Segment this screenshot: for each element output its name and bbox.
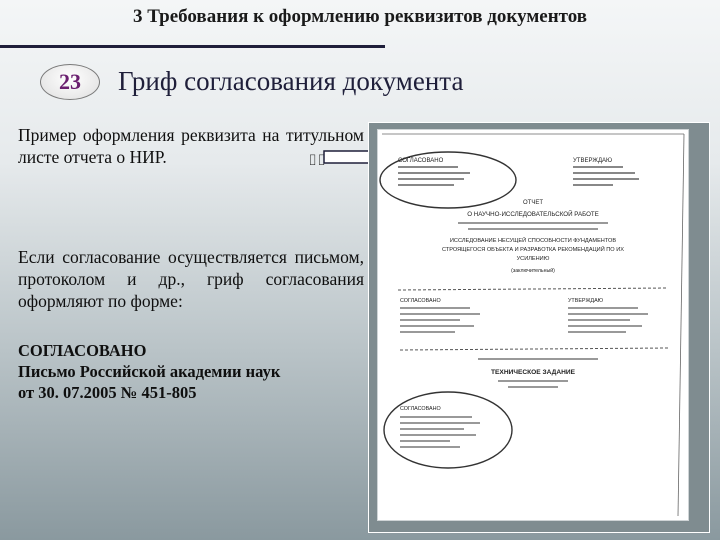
approval-line-3: от 30. 07.2005 № 451-805 — [18, 383, 197, 402]
report-title-2: СТРОЯЩЕГОСЯ ОБЪЕКТА И РАЗРАБОТКА РЕКОМЕН… — [442, 245, 624, 253]
report-title-3: УСИЛЕНИЮ — [517, 256, 550, 262]
section-title: Гриф согласования документа — [118, 66, 464, 96]
letter-form-paragraph: Если согласование осуществляется письмом… — [18, 247, 364, 311]
approval-line-1: СОГЛАСОВАНО — [18, 341, 147, 360]
report-heading: ОТЧЕТ — [523, 200, 543, 206]
approved-top-label: УТВЕРЖДАЮ — [573, 158, 612, 164]
approval-example: СОГЛАСОВАНО Письмо Российской академии н… — [18, 340, 280, 403]
report-subheading: О НАУЧНО-ИССЛЕДОВАТЕЛЬСКОЙ РАБОТЕ — [467, 210, 599, 218]
agreed-top-label: СОГЛАСОВАНО — [398, 158, 444, 164]
highlight-ellipse-bottom — [383, 391, 513, 469]
report-title-1: ИССЛЕДОВАНИЕ НЕСУЩЕЙ СПОСОБНОСТИ ФУНДАМЕ… — [450, 236, 616, 244]
approval-line-2: Письмо Российской академии наук — [18, 362, 281, 381]
agreed-bottom-label: СОГЛАСОВАНО — [400, 406, 441, 412]
highlight-ellipse-top — [379, 151, 517, 209]
example-paragraph: Пример оформления реквизита на титульном… — [18, 125, 364, 167]
title-underline — [0, 45, 385, 48]
scanned-document-image: СОГЛАСОВАНО УТВЕРЖДАЮ ОТЧЕТ О НАУЧНО-ИСС… — [379, 133, 685, 517]
pointer-marker-icon: ⌷⌷ — [308, 151, 327, 169]
tech-assignment-heading: ТЕХНИЧЕСКОЕ ЗАДАНИЕ — [491, 369, 576, 376]
slide-title: 3 Требования к оформлению реквизитов док… — [132, 6, 588, 27]
approved-mid-label: УТВЕРЖДАЮ — [568, 298, 604, 304]
section-number-badge: 23 — [40, 64, 100, 100]
scanned-title-page: СОГЛАСОВАНО УТВЕРЖДАЮ ОТЧЕТ О НАУЧНО-ИСС… — [377, 129, 689, 521]
report-final-note: (заключительный) — [511, 267, 555, 274]
agreed-mid-label: СОГЛАСОВАНО — [400, 298, 441, 304]
